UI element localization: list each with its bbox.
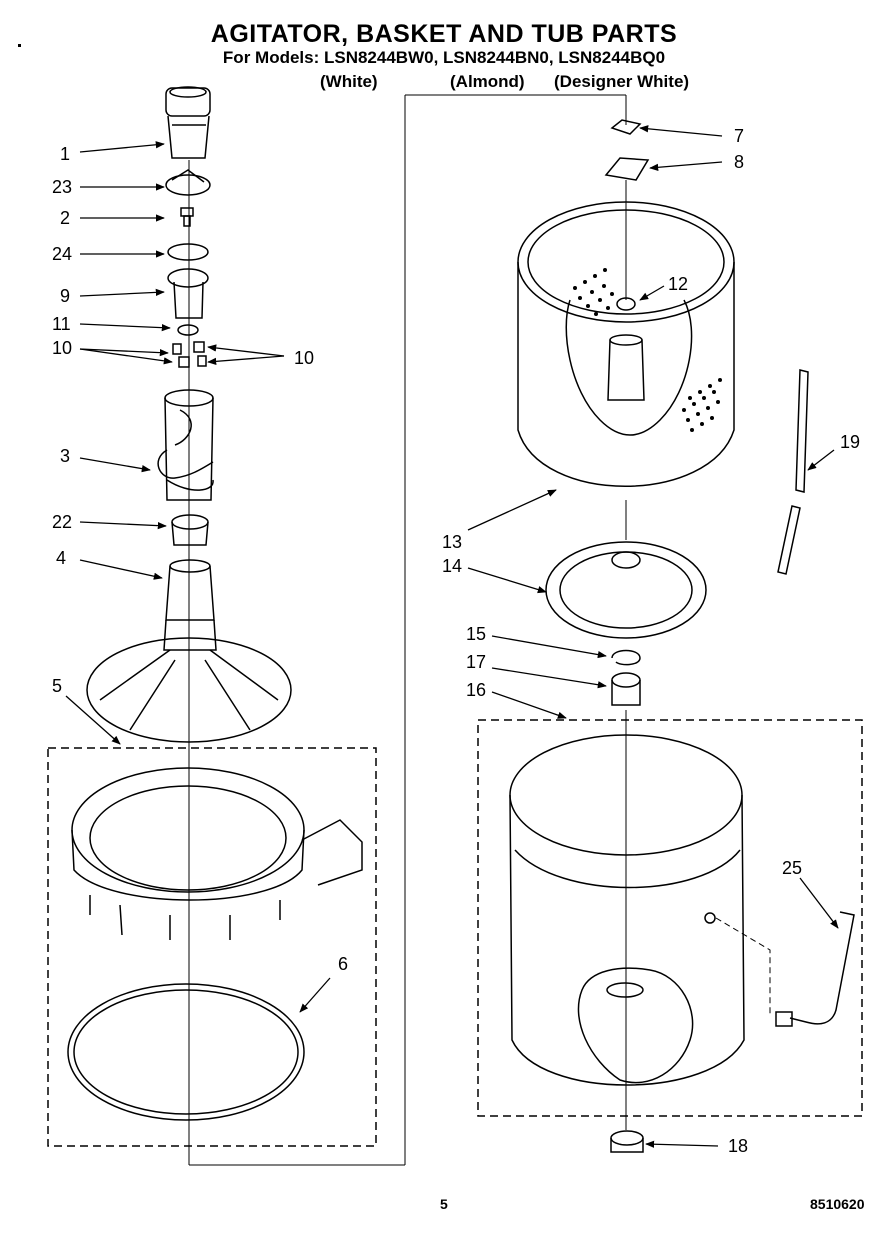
drain-hose-part (715, 911, 855, 1027)
bolt-part (180, 207, 194, 227)
agitator-part (86, 559, 292, 743)
dog-parts (172, 341, 207, 368)
callout-13: 13 (442, 532, 463, 552)
agitator-cap-part (165, 86, 211, 159)
ring-part (167, 243, 209, 261)
color-almond-label: (Almond) (450, 72, 525, 91)
basket-holes (573, 268, 722, 432)
outer-tub-part (509, 734, 745, 1086)
nut-part (610, 1130, 644, 1153)
callout-3: 3 (60, 446, 71, 466)
color-white-label: (White) (320, 72, 378, 91)
callout-15: 15 (466, 624, 487, 644)
callout-24: 24 (52, 244, 73, 264)
models-line: For Models: LSN8244BW0, LSN8244BN0, LSN8… (222, 48, 666, 67)
retainer-part (177, 324, 199, 336)
clip-part (610, 119, 642, 135)
callout-10-left: 10 (52, 338, 73, 358)
callout-19: 19 (840, 432, 861, 452)
callout-12: 12 (668, 274, 689, 294)
drive-block-part (167, 268, 209, 319)
document-code: 8510620 (810, 1196, 865, 1212)
callout-2: 2 (60, 208, 71, 228)
auger-part (157, 389, 214, 501)
bearing-part (171, 514, 209, 546)
callout-4: 4 (56, 548, 67, 568)
callout-23: 23 (52, 177, 73, 197)
bushing-part (611, 672, 641, 706)
drive-hub-part (545, 541, 707, 639)
center-lines (188, 94, 627, 1166)
page-number: 5 (440, 1196, 448, 1212)
spanner-clip-part (611, 649, 641, 666)
cam-part (165, 169, 211, 196)
corner-dot (18, 44, 21, 47)
callout-16: 16 (466, 680, 487, 700)
part16-group-box (477, 719, 863, 1117)
callout-5: 5 (52, 676, 63, 696)
part5-group-box (47, 747, 377, 1147)
color-designer-label: (Designer White) (554, 72, 690, 91)
callout-11: 11 (52, 314, 71, 334)
callout-14: 14 (442, 556, 463, 576)
callout-8: 8 (734, 152, 745, 172)
callout-10-right: 10 (294, 348, 315, 368)
hose-part (777, 369, 809, 575)
callout-25: 25 (782, 858, 803, 878)
leader-lines (65, 125, 839, 1148)
callout-9: 9 (60, 286, 71, 306)
callout-1: 1 (60, 144, 71, 164)
tub-ring-part (71, 767, 363, 940)
ring-clamp-part (67, 983, 305, 1121)
page-title: AGITATOR, BASKET AND TUB PARTS (210, 20, 678, 48)
callout-18: 18 (728, 1136, 749, 1156)
callout-17: 17 (466, 652, 487, 672)
basket-part (517, 201, 735, 487)
bracket-part (604, 157, 650, 181)
callout-7: 7 (734, 126, 745, 146)
callout-22: 22 (52, 512, 73, 532)
callout-6: 6 (338, 954, 349, 974)
